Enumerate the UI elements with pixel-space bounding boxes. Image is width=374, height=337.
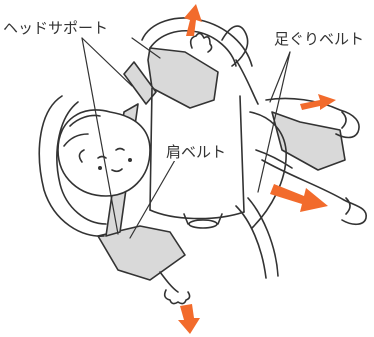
arrow-down-icon (178, 304, 200, 334)
direction-arrows (178, 4, 336, 334)
shoulder-belt-label: 肩ベルト (165, 143, 227, 161)
leg-belt-label: 足ぐりベルト (273, 30, 365, 48)
baby-hand-bottom (160, 272, 190, 304)
head-support-label: ヘッドサポート (2, 19, 109, 37)
arrow-right-icon (300, 94, 336, 110)
baby-head (58, 110, 150, 196)
